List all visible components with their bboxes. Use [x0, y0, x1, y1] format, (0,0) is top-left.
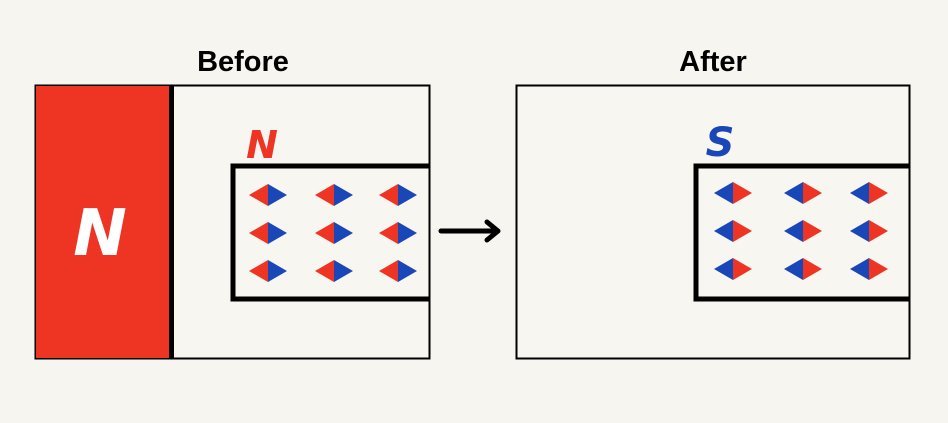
after-frame — [515, 84, 911, 360]
dipole-icon — [784, 258, 822, 280]
dipole-icon — [714, 182, 752, 204]
dipole-icon — [315, 222, 353, 244]
dipole-grid — [249, 184, 417, 282]
after-panel: After S — [515, 46, 911, 360]
dipole-icon — [379, 222, 417, 244]
dipole-icon — [850, 220, 888, 242]
dipole-grid — [714, 182, 888, 280]
dipole-icon — [315, 260, 353, 282]
dipole-icon — [249, 222, 287, 244]
dipole-icon — [379, 184, 417, 206]
before-panel: Before N N — [34, 46, 431, 360]
magnet-north — [36, 86, 169, 358]
bar-pole-label: S — [706, 120, 735, 166]
dipole-icon — [714, 258, 752, 280]
dipole-icon — [784, 220, 822, 242]
before-title: Before — [197, 46, 289, 78]
dipole-icon — [850, 182, 888, 204]
iron-bar — [230, 163, 430, 302]
after-title: After — [679, 46, 747, 78]
dipole-icon — [249, 260, 287, 282]
magnet-label: N — [73, 197, 127, 271]
dipole-icon — [315, 184, 353, 206]
iron-bar — [693, 163, 910, 302]
dipole-icon — [784, 182, 822, 204]
dipole-icon — [850, 258, 888, 280]
bar-pole-label: N — [246, 123, 278, 167]
arrow-icon — [438, 219, 501, 243]
dipole-icon — [714, 220, 752, 242]
dipole-icon — [379, 260, 417, 282]
dipole-icon — [249, 184, 287, 206]
